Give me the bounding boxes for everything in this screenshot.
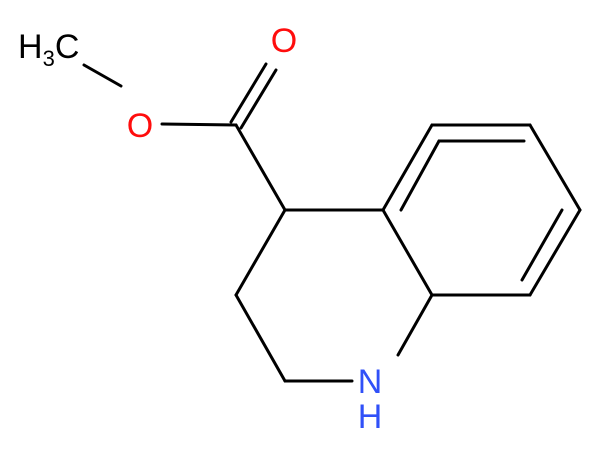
methyl-label: H3C (18, 28, 79, 71)
bond-oxygen-carbonyl (160, 122, 238, 127)
bond-c6-c7 (528, 123, 582, 212)
bond-n-c8a (396, 293, 434, 357)
bond-c7-c8 (528, 208, 582, 297)
ester-oxygen-label: O (127, 107, 153, 145)
bond-carbonyl-double-a (229, 62, 268, 124)
atom-labels: H3C O O N H (18, 22, 382, 436)
bond-lines (82, 62, 582, 383)
nitrogen-hydrogen-label: H (358, 398, 383, 436)
carbonyl-oxygen-label: O (271, 22, 297, 60)
bond-aromatic-inner-right (520, 208, 564, 282)
bond-c4a-c8a (381, 208, 434, 297)
bond-aromatic-inner-left (399, 139, 441, 212)
bond-methyl-oxygen (82, 63, 123, 88)
bond-c3-c2 (234, 293, 287, 383)
bond-carbonyl-c4 (234, 123, 287, 212)
bond-c4-c3 (234, 208, 287, 297)
bond-carbonyl-double-b (239, 68, 278, 130)
ring-nitrogen-label: N (358, 363, 383, 401)
bond-c4a-c5 (381, 123, 434, 212)
